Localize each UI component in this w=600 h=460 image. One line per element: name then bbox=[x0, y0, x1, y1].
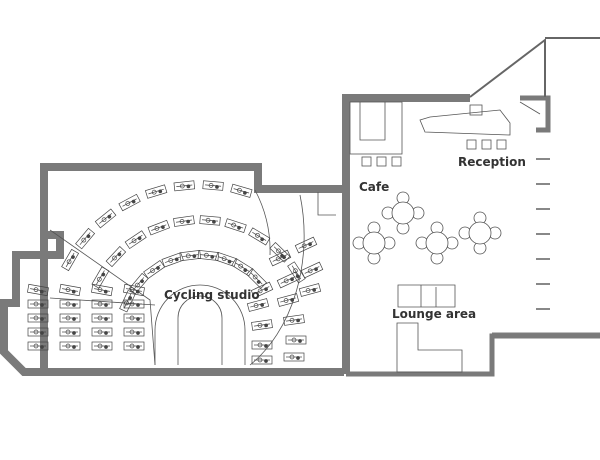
cafe-table bbox=[352, 221, 396, 265]
spin-bike bbox=[75, 227, 96, 250]
spin-bike bbox=[251, 319, 273, 331]
spin-bike bbox=[251, 355, 273, 365]
studio-stage-arc bbox=[154, 284, 246, 365]
spin-bike bbox=[91, 327, 113, 337]
lounge-table bbox=[396, 322, 463, 373]
spin-bike bbox=[123, 327, 145, 337]
spin-bike bbox=[123, 313, 145, 323]
spin-bike bbox=[27, 327, 49, 337]
studio-partition bbox=[49, 229, 156, 366]
spin-bike bbox=[276, 293, 300, 307]
spin-bike bbox=[59, 313, 81, 323]
studio-left-wall bbox=[0, 231, 344, 376]
spin-bike bbox=[246, 298, 270, 312]
label-lounge-area: Lounge area bbox=[392, 307, 477, 321]
spin-bike bbox=[59, 283, 81, 297]
spin-bike bbox=[224, 218, 247, 233]
spin-bike bbox=[59, 299, 81, 309]
spin-bike bbox=[91, 266, 110, 289]
main-bottom-wall bbox=[346, 333, 600, 377]
spin-bike bbox=[283, 352, 305, 362]
spin-bike bbox=[124, 230, 147, 250]
reception-desk bbox=[419, 109, 511, 136]
spin-bike bbox=[59, 327, 81, 337]
spin-bike bbox=[61, 248, 80, 272]
spin-bike bbox=[143, 259, 166, 279]
main-left-wall bbox=[342, 94, 470, 374]
cafe-counter bbox=[349, 101, 403, 155]
spin-bike bbox=[59, 341, 81, 351]
spin-bike bbox=[246, 268, 267, 289]
instructor-podium bbox=[177, 295, 223, 365]
cafe-table bbox=[381, 191, 425, 235]
spin-bike bbox=[251, 340, 273, 350]
spin-bike bbox=[294, 236, 318, 254]
spin-bike bbox=[27, 299, 49, 309]
spin-bike bbox=[179, 250, 202, 262]
label-cycling-studio: Cycling studio bbox=[164, 288, 260, 302]
cafe-table bbox=[458, 211, 502, 255]
spin-bike bbox=[123, 283, 145, 297]
spin-bike bbox=[144, 184, 168, 199]
spin-bike bbox=[27, 313, 49, 323]
spin-bike bbox=[173, 180, 196, 192]
spin-bike bbox=[94, 208, 117, 229]
spin-bike bbox=[202, 180, 224, 191]
label-cafe: Cafe bbox=[359, 180, 390, 194]
spin-bike bbox=[27, 283, 49, 297]
annex-wall bbox=[469, 37, 600, 98]
spin-bike bbox=[298, 283, 322, 297]
spin-bike bbox=[91, 283, 113, 297]
spin-bike bbox=[199, 215, 221, 226]
studio-outer-arc bbox=[249, 189, 336, 366]
spin-bike bbox=[147, 219, 171, 236]
spin-bike bbox=[91, 299, 113, 309]
spin-bike bbox=[214, 251, 238, 267]
spin-bike bbox=[300, 261, 324, 279]
spin-bike bbox=[276, 271, 300, 289]
spin-bike bbox=[287, 261, 306, 284]
spin-bike bbox=[197, 250, 220, 261]
spin-bike bbox=[91, 313, 113, 323]
lounge-sofa bbox=[397, 284, 456, 308]
spin-bike bbox=[250, 281, 274, 299]
spin-bike bbox=[91, 341, 113, 351]
spin-bike bbox=[283, 314, 305, 326]
label-reception: Reception bbox=[458, 155, 526, 169]
spin-bike bbox=[123, 341, 145, 351]
spin-bike bbox=[285, 335, 307, 345]
cafe-table bbox=[415, 221, 459, 265]
spin-bike bbox=[230, 183, 253, 198]
spin-bike bbox=[268, 249, 292, 267]
spin-bike bbox=[118, 193, 141, 212]
spin-bike bbox=[27, 341, 49, 351]
main-top-wall bbox=[520, 95, 551, 133]
spin-bike bbox=[123, 299, 145, 309]
spin-bike bbox=[231, 257, 254, 277]
spin-bike bbox=[248, 227, 271, 246]
spin-bike bbox=[161, 252, 184, 268]
spin-bike bbox=[105, 246, 127, 268]
spin-bike bbox=[119, 289, 136, 313]
spin-bike bbox=[173, 215, 195, 227]
